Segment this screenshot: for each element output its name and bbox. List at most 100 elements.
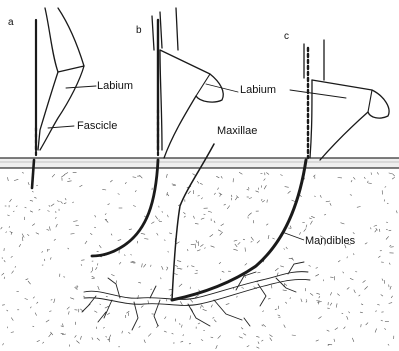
tissue-speck — [286, 247, 288, 249]
tissue-speck — [388, 344, 389, 345]
tissue-speck — [168, 251, 169, 252]
tissue-speck — [54, 299, 55, 303]
tissue-speck — [365, 286, 368, 289]
tissue-speck — [314, 196, 315, 197]
tissue-speck — [211, 246, 215, 248]
tissue-speck — [241, 328, 243, 330]
tissue-speck — [338, 260, 340, 262]
tissue-speck — [285, 302, 286, 304]
skin-surface — [0, 158, 399, 168]
tissue-speck — [90, 233, 92, 234]
tissue-speck — [144, 340, 145, 343]
tissue-speck — [143, 264, 146, 267]
tissue-speck — [354, 290, 356, 293]
tissue-speck — [14, 179, 18, 180]
tissue-speck — [366, 323, 368, 325]
tissue-speck — [76, 341, 79, 344]
tissue-speck — [200, 244, 203, 246]
tissue-speck — [99, 245, 101, 248]
tissue-speck — [264, 185, 266, 189]
tissue-speck — [386, 222, 388, 223]
tissue-speck — [51, 300, 53, 301]
tissue-speck — [124, 255, 125, 256]
tissue-speck — [141, 233, 145, 234]
tissue-speck — [25, 207, 27, 208]
tissue-speck — [34, 197, 36, 198]
tissue-speck — [351, 180, 352, 182]
tissue-speck — [70, 298, 74, 300]
tissue-speck — [167, 194, 169, 196]
tissue-speck — [268, 235, 269, 239]
tissue-speck — [239, 172, 242, 174]
tissue-speck — [275, 309, 277, 310]
tissue-speck — [64, 203, 66, 204]
tissue-speck — [137, 241, 138, 243]
tissue-speck — [141, 306, 143, 308]
tissue-speck — [249, 198, 252, 199]
tissue-speck — [316, 268, 318, 269]
tissue-speck — [359, 295, 361, 296]
tissue-speck — [256, 336, 259, 337]
tissue-speck — [50, 257, 51, 259]
tissue-speck — [389, 173, 392, 174]
tissue-speck — [28, 182, 29, 185]
tissue-speck — [262, 325, 264, 326]
tissue-speck — [390, 286, 391, 290]
tissue-speck — [164, 240, 165, 241]
tissue-speck — [28, 281, 31, 284]
tissue-speck — [181, 269, 183, 270]
tissue-speck — [175, 265, 178, 267]
tissue-speck — [264, 179, 266, 181]
tissue-speck — [3, 343, 4, 345]
tissue-speck — [284, 248, 285, 249]
tissue-speck — [7, 215, 9, 216]
tissue-speck — [162, 211, 163, 213]
tissue-speck — [205, 247, 206, 248]
tissue-speck — [188, 191, 191, 194]
tissue-speck — [350, 195, 352, 196]
tissue-speck — [344, 327, 346, 329]
tissue-speck — [7, 310, 9, 311]
tissue-speck — [256, 191, 259, 192]
tissue-speck — [349, 312, 350, 314]
tissue-speck — [261, 199, 262, 201]
tissue-speck — [396, 211, 397, 214]
tissue-speck — [172, 333, 174, 334]
tissue-speck — [81, 264, 82, 265]
tissue-speck — [97, 338, 100, 341]
tissue-speck — [77, 286, 78, 287]
tissue-speck — [162, 266, 164, 270]
tissue-speck — [49, 333, 52, 337]
tissue-speck — [164, 317, 166, 319]
tissue-speck — [330, 203, 331, 205]
tissue-speck — [266, 173, 269, 175]
tissue-speck — [109, 335, 111, 339]
tissue-speck — [97, 251, 99, 252]
tissue-speck — [85, 241, 87, 244]
tissue-speck — [194, 216, 195, 219]
tissue-speck — [133, 177, 137, 178]
tissue-speck — [280, 266, 284, 267]
tissue-speck — [191, 266, 194, 267]
tissue-speck — [389, 245, 391, 246]
tissue-speck — [107, 313, 110, 315]
tissue-speck — [172, 184, 176, 185]
tissue-speck — [227, 206, 230, 209]
tissue-speck — [27, 234, 29, 236]
tissue-speck — [44, 259, 45, 261]
tissue-speck — [375, 230, 377, 233]
tissue-speck — [42, 342, 44, 344]
tissue-speck — [280, 175, 282, 176]
tissue-speck — [198, 323, 200, 324]
tissue-speck — [64, 173, 68, 175]
tissue-speck — [290, 297, 291, 299]
tissue-speck — [347, 257, 348, 259]
tissue-speck — [382, 279, 383, 281]
tissue-speck — [22, 237, 23, 241]
tissue-speck — [310, 221, 312, 225]
tissue-speck — [250, 213, 252, 215]
tissue-speck — [226, 304, 230, 305]
label-maxillae: Maxillae — [217, 126, 257, 137]
tissue-speck — [177, 261, 181, 262]
